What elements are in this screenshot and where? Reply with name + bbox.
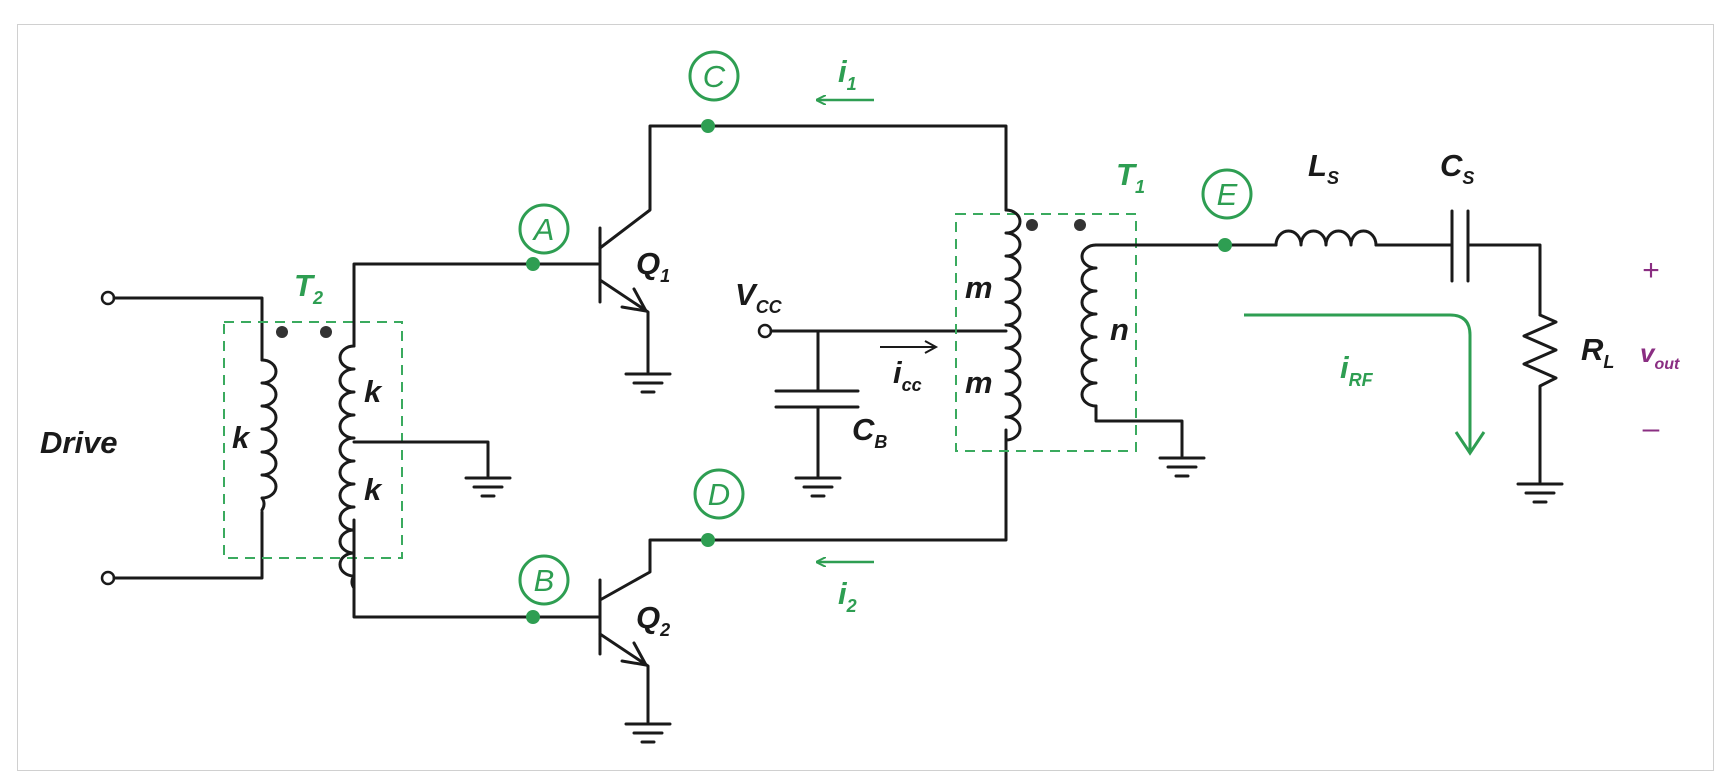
q2-emitter-lead — [598, 632, 650, 724]
t2-dashed-box — [223, 321, 403, 559]
t2-wire-to-A — [352, 262, 535, 348]
t1-n-label: n — [1110, 312, 1129, 347]
t1-secondary-coil — [1080, 243, 1098, 408]
ls-coil — [1274, 229, 1378, 247]
t2-wire-to-B — [352, 518, 535, 619]
node-E: E — [1201, 168, 1253, 252]
rl-ground-icon — [1516, 482, 1564, 504]
node-A-dot — [526, 257, 540, 271]
t2-centertap-wire — [352, 440, 490, 478]
rl-label: RL — [1581, 332, 1614, 372]
node-B-label: B — [534, 563, 555, 598]
cb-ground-icon — [794, 476, 842, 498]
cb-label: CB — [852, 412, 887, 452]
drive-terminal-top — [100, 290, 116, 306]
t1-secondary-dot — [1074, 219, 1086, 231]
diagram-frame — [17, 24, 1714, 771]
irf-arrowhead-icon — [1454, 431, 1486, 456]
ls-label: LS — [1308, 148, 1339, 188]
vout-plus-sign: + — [1642, 254, 1660, 287]
cs-right-lead — [1467, 243, 1542, 317]
node-D-dot — [701, 533, 715, 547]
t1-primary-coil — [1004, 208, 1022, 442]
q2-label: Q2 — [636, 600, 670, 640]
q2-collector-lead — [598, 428, 1008, 602]
t1-primary-dot — [1026, 219, 1038, 231]
t2-primary-coil — [260, 358, 278, 512]
t1-m-upper-label: m — [965, 270, 993, 305]
node-B-badge — [518, 554, 570, 606]
i1-label: i1 — [838, 54, 857, 94]
irf-path-icon — [1244, 313, 1472, 452]
vout-minus-sign: – — [1643, 412, 1660, 445]
vout-label: vout — [1640, 338, 1680, 373]
q2-ground-icon — [624, 722, 672, 744]
t1-secondary-ground-wire — [1094, 404, 1184, 458]
t2-primary-dot — [276, 326, 288, 338]
drive-terminal-bottom — [100, 570, 116, 586]
drive-input: Drive — [40, 290, 264, 586]
node-D: D — [693, 468, 745, 547]
node-B: B — [518, 554, 570, 624]
rl-zigzag — [1522, 313, 1558, 484]
node-C-label: C — [703, 59, 726, 94]
t1-m-lower-label: m — [965, 365, 993, 400]
node-E-label: E — [1217, 177, 1238, 212]
t2-ground-icon — [464, 476, 512, 498]
node-C-dot — [701, 119, 715, 133]
q1-emitter-arrow-icon — [620, 287, 648, 313]
vcc-terminal — [757, 323, 773, 339]
capacitor-cs: CS — [1440, 148, 1542, 317]
current-i1: i1 — [818, 54, 874, 100]
node-E-badge — [1201, 168, 1253, 220]
t1-label: T1 — [1116, 157, 1145, 197]
transformer-t1: T1 m m n — [955, 157, 1227, 478]
q1-emitter-lead — [598, 278, 650, 374]
vcc-label: VCC — [735, 277, 783, 317]
transistor-q1: Q1 — [531, 124, 1008, 394]
node-D-badge — [693, 468, 745, 520]
resistor-rl: RL — [1516, 313, 1614, 504]
t1-dashed-box — [955, 213, 1137, 452]
drive-wire-top — [112, 296, 264, 362]
i2-label: i2 — [838, 576, 857, 616]
q1-ground-icon — [624, 372, 672, 394]
q2-emitter-arrow-icon — [620, 641, 648, 667]
vout-indicator: + vout – — [1640, 254, 1680, 445]
t2-primary-k-label: k — [232, 420, 251, 455]
node-E-dot — [1218, 238, 1232, 252]
t1-ground-icon — [1158, 456, 1206, 478]
supply-vcc: VCC icc — [735, 277, 1008, 395]
q1-collector-lead — [598, 124, 1008, 250]
t2-secondary-dot — [320, 326, 332, 338]
capacitor-cb: CB — [774, 329, 887, 498]
current-i2: i2 — [818, 562, 874, 616]
node-C-badge — [688, 50, 740, 102]
t2-secondary-coil — [338, 344, 356, 590]
icc-label: icc — [893, 355, 922, 395]
q1-label: Q1 — [636, 246, 670, 286]
inductor-ls: LS — [1223, 148, 1453, 247]
cs-label: CS — [1440, 148, 1474, 188]
transistor-q2: Q2 — [531, 428, 1008, 744]
drive-label: Drive — [40, 425, 118, 460]
transformer-t2: T2 k k k — [223, 262, 535, 619]
current-irf: iRF — [1244, 313, 1486, 456]
t2-secondary-k-upper-label: k — [364, 374, 383, 409]
node-A: A — [518, 203, 570, 271]
t2-secondary-k-lower-label: k — [364, 472, 383, 507]
irf-label: iRF — [1340, 350, 1374, 390]
node-A-badge — [518, 203, 570, 255]
node-B-dot — [526, 610, 540, 624]
t2-label: T2 — [294, 268, 323, 308]
node-A-label: A — [532, 212, 555, 247]
node-C: C — [688, 50, 740, 133]
drive-wire-bottom — [112, 510, 264, 580]
node-D-label: D — [708, 477, 730, 512]
